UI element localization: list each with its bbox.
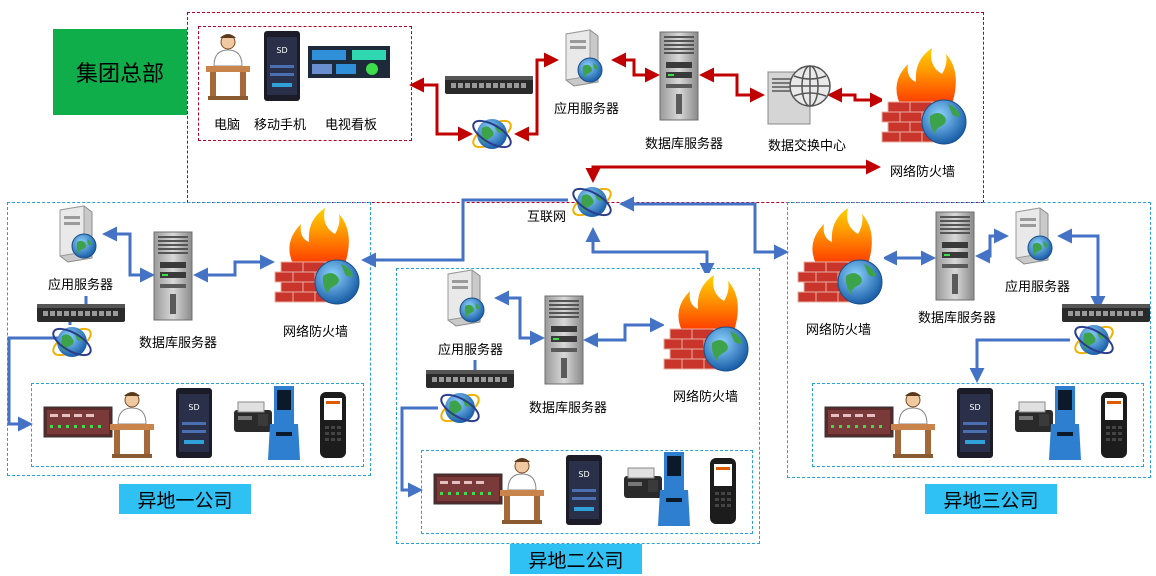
branch3-pc-user [890,391,936,459]
branch1-pc-user [109,391,155,459]
branch1-handheld-pda [320,392,346,458]
hq-db-server [659,31,699,121]
hq-pc-label: 电脑 [214,118,241,133]
branch2-title: 异地二公司 [510,544,642,574]
branch3-led-board [824,406,894,438]
branch3-db-server-label: 数据库服务器 [918,311,997,326]
branch1-led-board [43,406,113,438]
branch2-firewall [663,272,751,378]
branch3-app-server-label: 应用服务器 [1005,280,1071,295]
internet-label: 互联网 [527,210,567,225]
branch1-mobile-phone [176,388,212,458]
hq-mobile-phone [264,31,300,101]
branch3-title: 异地三公司 [925,484,1057,514]
branch3-firewall [797,205,885,311]
hq-firewall-label: 网络防火墙 [890,165,956,180]
branch2-db-server [544,295,584,385]
branch2-handheld-pda [710,458,736,524]
hq-router-globe [468,114,516,154]
hq-firewall [881,45,969,151]
hq-switch [445,76,533,94]
branch1-firewall-label: 网络防火墙 [283,325,349,340]
branch1-kiosk [268,386,300,460]
branch3-db-server [935,211,975,301]
branch3-handheld-pda [1101,392,1127,458]
branch3-router-globe [1070,320,1118,360]
hq-db-server-label: 数据库服务器 [645,137,724,152]
internet-globe [568,182,616,222]
hq-pc-user [205,33,251,101]
branch2-app-server [442,270,482,326]
branch2-pc-user [499,457,545,525]
branch1-db-server-label: 数据库服务器 [139,336,218,351]
branch1-db-server [153,231,193,321]
branch2-mobile-phone [566,455,602,525]
branch3-firewall-label: 网络防火墙 [806,323,872,338]
branch1-router-globe [48,322,96,362]
branch3-mobile-phone [957,388,993,458]
branch2-firewall-label: 网络防火墙 [673,390,739,405]
hq-app-server-label: 应用服务器 [554,102,620,117]
branch1-app-server [54,206,94,262]
branch3-terminals-box [812,383,1144,467]
branch2-region [396,268,760,544]
hq-exchange-label: 数据交换中心 [768,139,847,154]
branch2-kiosk [658,452,690,526]
branch3-app-server [1010,208,1050,264]
hq-app-server [560,30,600,86]
branch1-firewall [274,205,362,311]
branch2-led-board [433,473,503,505]
branch2-app-server-label: 应用服务器 [438,343,504,358]
branch3-kiosk [1049,386,1081,460]
hq-title: 集团总部 [53,29,187,115]
hq-exchange-server [767,65,831,125]
branch1-title: 异地一公司 [119,484,251,514]
branch2-db-server-label: 数据库服务器 [529,401,608,416]
hq-tv-label: 电视看板 [325,118,378,133]
hq-mobile-label: 移动手机 [254,118,307,133]
branch3-region [787,202,1151,478]
hq-tv-dashboard [308,46,390,78]
branch2-router-globe [436,388,484,428]
branch1-app-server-label: 应用服务器 [48,278,114,293]
